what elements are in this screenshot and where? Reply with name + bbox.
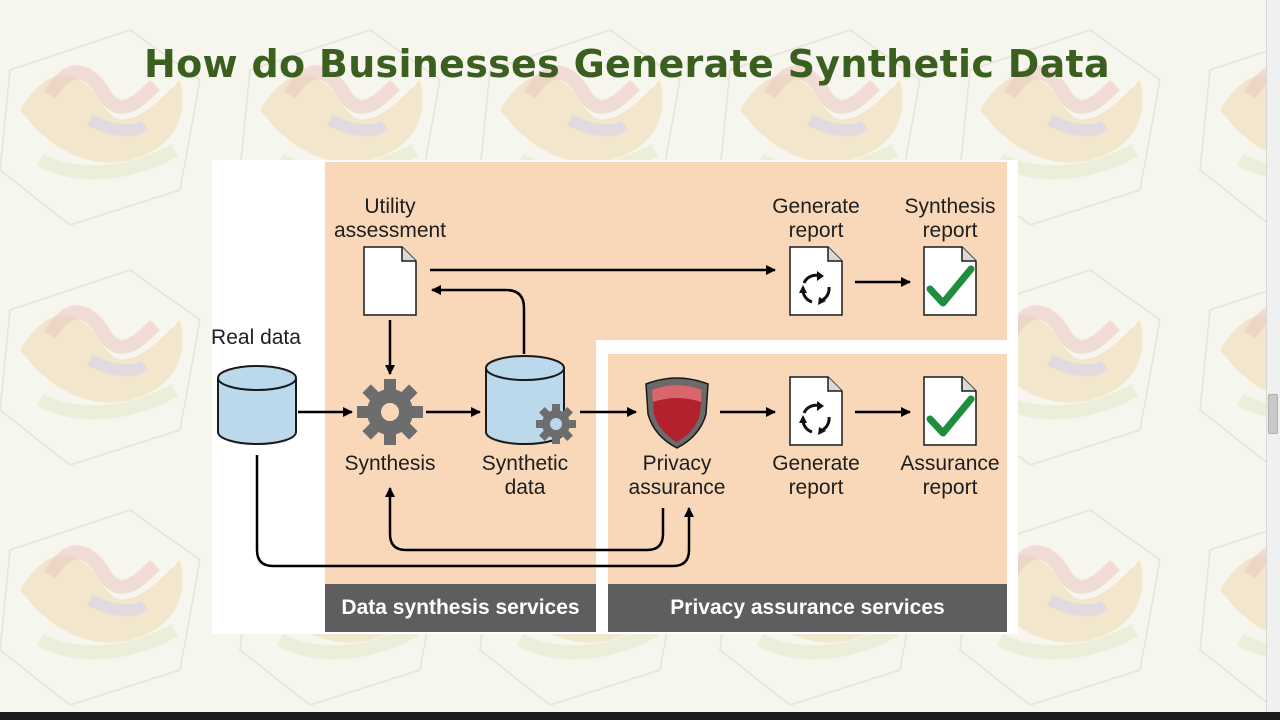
label-line: Utility — [364, 195, 416, 218]
arrow-synthetic-to-utility — [431, 285, 526, 354]
data-synthesis-services-band: Data synthesis services — [325, 584, 596, 632]
synthesis-label: Synthesis — [330, 452, 450, 476]
document-cycle-icon — [789, 376, 843, 446]
utility-assessment-label: Utility assessment — [320, 195, 460, 243]
scrollbar-thumb[interactable] — [1268, 394, 1278, 434]
generate-report-top-label: Generate report — [756, 195, 876, 243]
privacy-assurance-services-band: Privacy assurance services — [608, 584, 1007, 632]
privacy-assurance-label: Privacy assurance — [612, 452, 742, 500]
database-icon — [217, 365, 297, 445]
label-line: report — [788, 476, 844, 499]
generate-report-bottom-label: Generate report — [756, 452, 876, 500]
vertical-scrollbar[interactable] — [1266, 0, 1280, 712]
label-line: report — [922, 476, 978, 499]
label-line: Generate — [772, 452, 860, 475]
label-line: Synthesis — [904, 195, 996, 218]
label-line: report — [922, 219, 978, 242]
slide-title: How do Businesses Generate Synthetic Dat… — [144, 42, 1110, 86]
label-line: Generate — [772, 195, 860, 218]
document-cycle-icon — [789, 246, 843, 316]
label-line: Privacy — [642, 452, 712, 475]
label-line: report — [788, 219, 844, 242]
shield-icon — [645, 377, 709, 449]
gear-icon — [357, 379, 423, 445]
document-icon — [363, 246, 417, 316]
synthesis-report-label: Synthesis report — [890, 195, 1010, 243]
bottom-edge-bar — [0, 712, 1280, 720]
document-check-icon — [923, 376, 977, 446]
label-line: Synthetic — [481, 452, 569, 475]
assurance-report-label: Assurance report — [890, 452, 1010, 500]
label-line: Assurance — [900, 452, 1000, 475]
connectors — [255, 265, 911, 568]
label-line: Real data — [211, 326, 301, 349]
document-check-icon — [923, 246, 977, 316]
label-line: assurance — [628, 476, 726, 499]
arrow-privacy-to-synthesis — [385, 487, 665, 552]
synthetic-data-label: Synthetic data — [465, 452, 585, 500]
label-line: assessment — [333, 219, 447, 242]
data-synthesis-zone — [325, 162, 1007, 340]
database-gear-icon — [485, 355, 576, 445]
label-line: Synthesis — [344, 452, 436, 475]
arrow-real-to-privacy — [255, 455, 694, 568]
real-data-label: Real data — [196, 326, 316, 350]
label-line: data — [504, 476, 546, 499]
